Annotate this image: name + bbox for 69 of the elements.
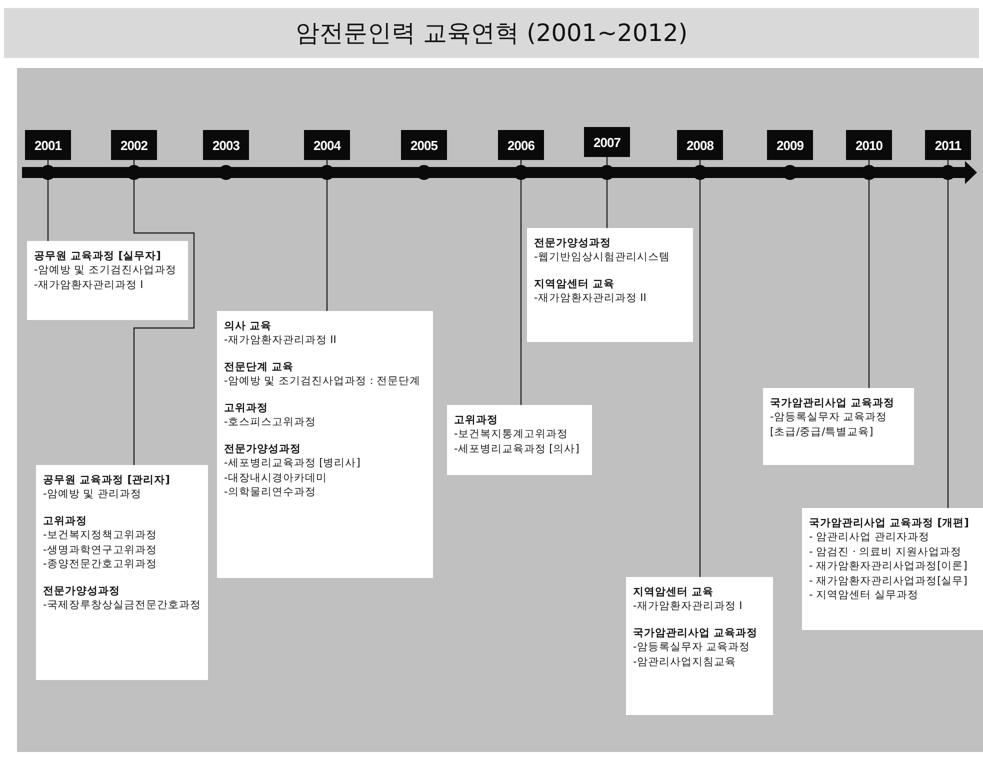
connector-line <box>606 157 608 228</box>
course-item: - 암검진 · 의료비 지원사업과정 <box>809 544 962 560</box>
year-label: 2008 <box>677 130 723 160</box>
course-item: -세포병리교육과정 [병리사] <box>224 456 362 471</box>
course-heading: 지역암센터 교육 <box>534 276 616 292</box>
course-heading: 고위과정 <box>224 400 269 416</box>
course-item: -의학물리연수과정 <box>224 485 317 500</box>
year-label: 2003 <box>203 130 249 160</box>
course-item: -세포병리교육과정 [의사] <box>454 442 580 456</box>
course-item: -호스피스고위과정 <box>224 415 317 430</box>
course-card <box>447 405 592 475</box>
course-item: -보건복지정책고위과정 <box>43 528 158 543</box>
course-item: - 재가암환자관리사업과정[실무] <box>809 574 968 588</box>
course-item: -암등록실무자 교육과정 <box>633 640 752 655</box>
course-heading: 국가암관리사업 교육과정 <box>770 396 896 410</box>
course-heading: 국가암관리사업 교육과정 [개편] <box>809 516 970 530</box>
connector-line <box>326 160 328 311</box>
year-label: 2002 <box>111 130 157 160</box>
course-item: -암등록실무자 교육과정 [초급/중급/특별교육] <box>770 410 888 440</box>
course-item: - 암관리사업 관리자과정 <box>809 530 930 545</box>
course-item: -대장내시경아카데미 <box>224 470 328 486</box>
connector-line <box>520 160 522 405</box>
course-heading: 고위과정 <box>454 413 499 428</box>
year-label: 2010 <box>846 130 892 160</box>
connector-line <box>699 160 701 577</box>
course-item: -종양전문간호고위과정 <box>43 557 158 572</box>
year-label: 2011 <box>925 130 971 160</box>
course-item: -암예방 및 조기검진사업과정 <box>34 263 178 278</box>
year-label: 2006 <box>498 130 544 160</box>
course-heading: 전문가양성과정 <box>534 236 612 250</box>
course-item: -재가암환자관리과정 I <box>633 599 744 614</box>
course-item: -암예방 및 조기검진사업과정 : 전문단계 <box>224 374 422 389</box>
course-card <box>802 508 983 630</box>
year-label: 2009 <box>767 130 813 160</box>
course-card <box>527 228 693 342</box>
course-heading: 의사 교육 <box>224 319 273 334</box>
year-label: 2005 <box>401 130 447 160</box>
course-item: -암관리사업지침교육 <box>633 654 737 670</box>
course-item: - 지역암센터 실무과정 <box>809 588 920 603</box>
course-card <box>763 388 914 465</box>
course-item: -재가암환자관리과정 II <box>534 291 648 306</box>
course-card <box>217 311 433 578</box>
course-card <box>626 577 773 715</box>
course-heading: 국가암관리사업 교육과정 <box>633 626 759 640</box>
connector-line <box>47 160 49 241</box>
title: 암전문인력 교육연혁 (2001~2012) <box>295 18 688 49</box>
course-item: -보건복지통계고위과정 <box>454 427 569 442</box>
year-label: 2007 <box>584 127 630 157</box>
course-heading: 공무원 교육과정 [관리자] <box>43 473 171 488</box>
course-item: -생명과학연구고위과정 <box>43 542 158 558</box>
course-heading: 지역암센터 교육 <box>633 585 715 600</box>
course-heading: 공무원 교육과정 [실무자] <box>34 249 162 264</box>
course-item: -암예방 및 관리과정 <box>43 487 142 502</box>
course-heading: 전문가양성과정 <box>43 584 121 598</box>
course-heading: 고위과정 <box>43 514 88 528</box>
year-label: 2001 <box>25 130 71 160</box>
year-label: 2004 <box>304 130 350 160</box>
connector-line <box>947 160 949 508</box>
course-item: - 재가암환자관리사업과정[이론] <box>809 559 968 574</box>
course-item: -재가암환자관리과정 I <box>34 278 144 292</box>
course-heading: 전문단계 교육 <box>224 360 295 374</box>
connector-line <box>868 160 870 388</box>
course-item: -웹기반임상시험관리시스템 <box>534 250 671 265</box>
connector-line <box>133 160 195 465</box>
course-card <box>27 241 188 320</box>
course-item: -재가암환자관리과정 II <box>224 333 338 348</box>
course-card <box>36 465 208 680</box>
course-item: -국제장루창상실금전문간호과정 <box>43 598 202 613</box>
course-heading: 전문가양성과정 <box>224 442 302 456</box>
